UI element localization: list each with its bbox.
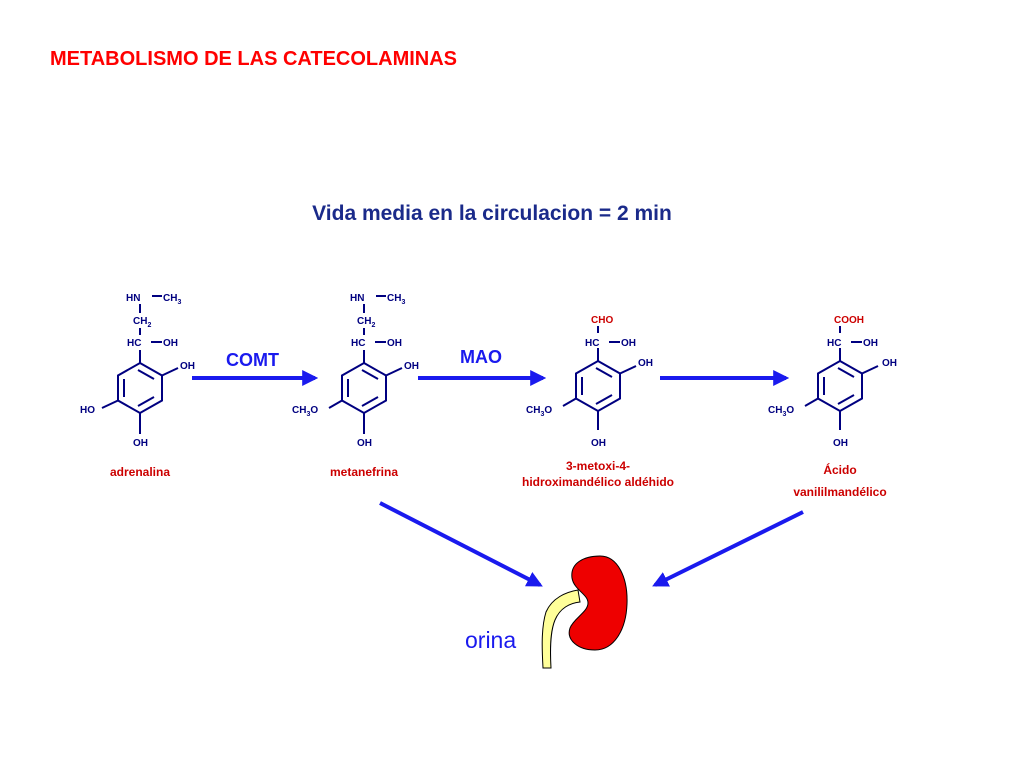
svg-text:HN: HN (126, 293, 140, 304)
svg-text:HN: HN (350, 293, 364, 304)
svg-text:CH2: CH2 (133, 316, 151, 329)
metanefrina-label: metanefrina (330, 465, 398, 479)
svg-text:OH: OH (882, 358, 897, 369)
svg-text:OH: OH (638, 358, 653, 369)
acido-atoms: COOH HC OH OH CH3O OH (768, 315, 897, 449)
svg-text:CH3: CH3 (387, 293, 405, 306)
svg-text:OH: OH (833, 438, 848, 449)
urine-label: orina (465, 627, 516, 653)
svg-text:OH: OH (357, 438, 372, 449)
aldehido-atoms: CHO HC OH OH CH3O OH (526, 315, 653, 449)
svg-text:HC: HC (827, 338, 841, 349)
aldehido-label-line2: hidroximandélico aldéhido (522, 475, 674, 489)
adrenalina-atoms: HN CH3 CH2 HC OH OH HO OH (80, 293, 195, 449)
svg-text:HC: HC (351, 338, 365, 349)
svg-text:CH3: CH3 (163, 293, 181, 306)
svg-text:CH3O: CH3O (526, 405, 552, 418)
adrenalina-structure (101, 295, 179, 434)
acido-label-line1: Ácido (823, 462, 856, 477)
aldehido-structure (562, 326, 637, 430)
page-title: METABOLISMO DE LAS CATECOLAMINAS (50, 48, 457, 70)
metanefrina-atoms: HN CH3 CH2 HC OH OH CH3O OH (292, 293, 419, 449)
svg-text:OH: OH (591, 438, 606, 449)
acido-to-urine-arrow (652, 510, 804, 587)
svg-text:CH3O: CH3O (768, 405, 794, 418)
svg-text:OH: OH (133, 438, 148, 449)
acido-label-line2: vanililmandélico (793, 485, 886, 499)
svg-text:COOH: COOH (834, 315, 864, 326)
svg-text:OH: OH (180, 361, 195, 372)
mao-label: MAO (460, 347, 502, 367)
comt-label: COMT (226, 350, 279, 370)
adrenalina-label: adrenalina (110, 465, 170, 479)
acido-structure (804, 326, 879, 430)
svg-text:HC: HC (585, 338, 599, 349)
half-life-subtitle: Vida media en la circulacion = 2 min (312, 202, 672, 225)
metanefrina-structure (328, 295, 403, 434)
aldehido-label-line1: 3-metoxi-4- (566, 459, 630, 473)
metanefrina-to-urine-arrow (379, 501, 543, 587)
svg-text:OH: OH (163, 338, 178, 349)
svg-text:CH2: CH2 (357, 316, 375, 329)
svg-text:OH: OH (863, 338, 878, 349)
svg-text:OH: OH (621, 338, 636, 349)
svg-text:OH: OH (404, 361, 419, 372)
svg-text:CH3O: CH3O (292, 405, 318, 418)
svg-text:HO: HO (80, 405, 95, 416)
kidney-icon (541, 555, 628, 669)
svg-text:CHO: CHO (591, 315, 613, 326)
svg-text:OH: OH (387, 338, 402, 349)
svg-text:HC: HC (127, 338, 141, 349)
